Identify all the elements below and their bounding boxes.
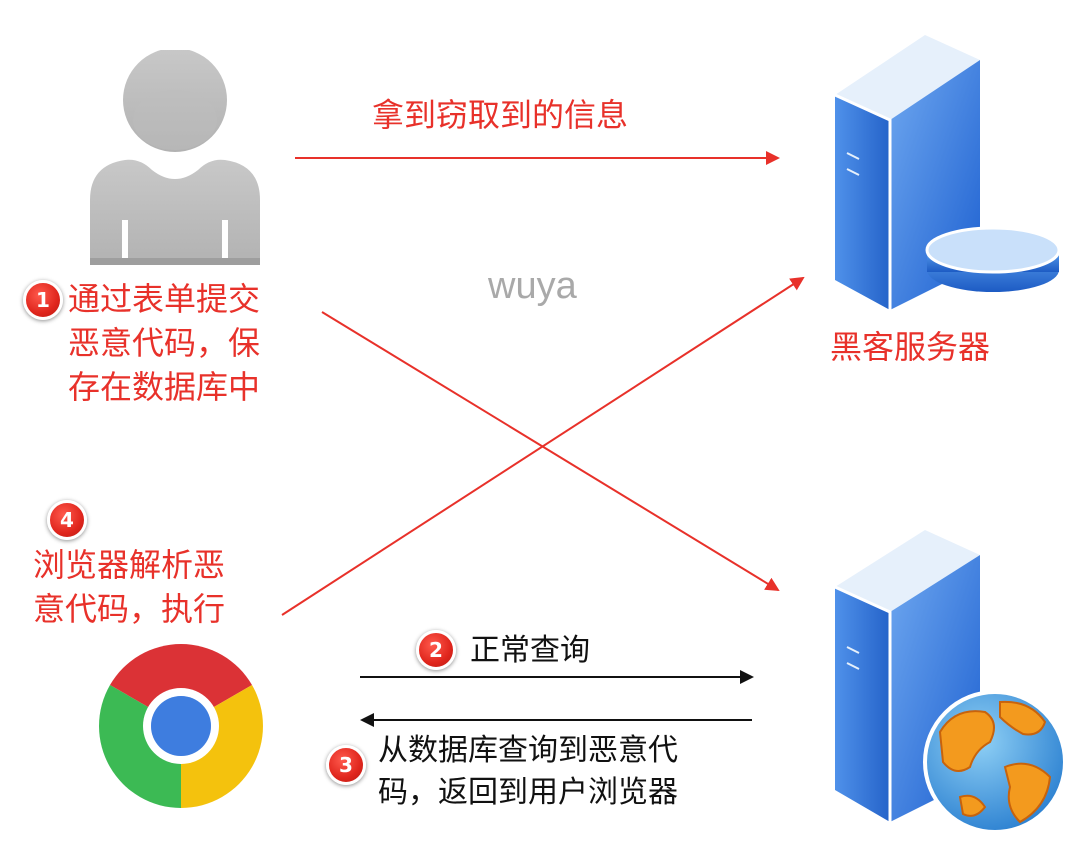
step-2-text: 正常查询	[470, 633, 590, 668]
user-silhouette-icon	[90, 50, 260, 265]
step-4-line-2: 意代码，执行	[33, 590, 226, 628]
server-database-icon	[834, 35, 1061, 310]
step-1-badge: 1	[23, 280, 63, 320]
step-4-line-1: 浏览器解析恶	[33, 546, 226, 584]
arrow-send-to-hacker	[281, 276, 805, 616]
step-1-line-2: 恶意代码，保	[68, 324, 261, 362]
step-1-line-3: 存在数据库中	[68, 368, 261, 406]
watermark-text: wuya	[488, 265, 577, 307]
step-1-line-1: 通过表单提交	[68, 280, 261, 318]
chrome-browser-icon	[99, 644, 263, 808]
step-3-line-1: 从数据库查询到恶意代	[378, 733, 678, 768]
step-2-badge: 2	[416, 630, 456, 670]
server-globe-icon	[834, 530, 1067, 834]
arrow-submit-malicious-code	[321, 311, 780, 592]
steal-info-label: 拿到窃取到的信息	[372, 96, 629, 134]
step-4-badge: 4	[47, 500, 87, 540]
step-3-line-2: 码，返回到用户浏览器	[378, 775, 678, 810]
hacker-server-label: 黑客服务器	[830, 328, 991, 366]
step-3-badge: 3	[326, 745, 366, 785]
